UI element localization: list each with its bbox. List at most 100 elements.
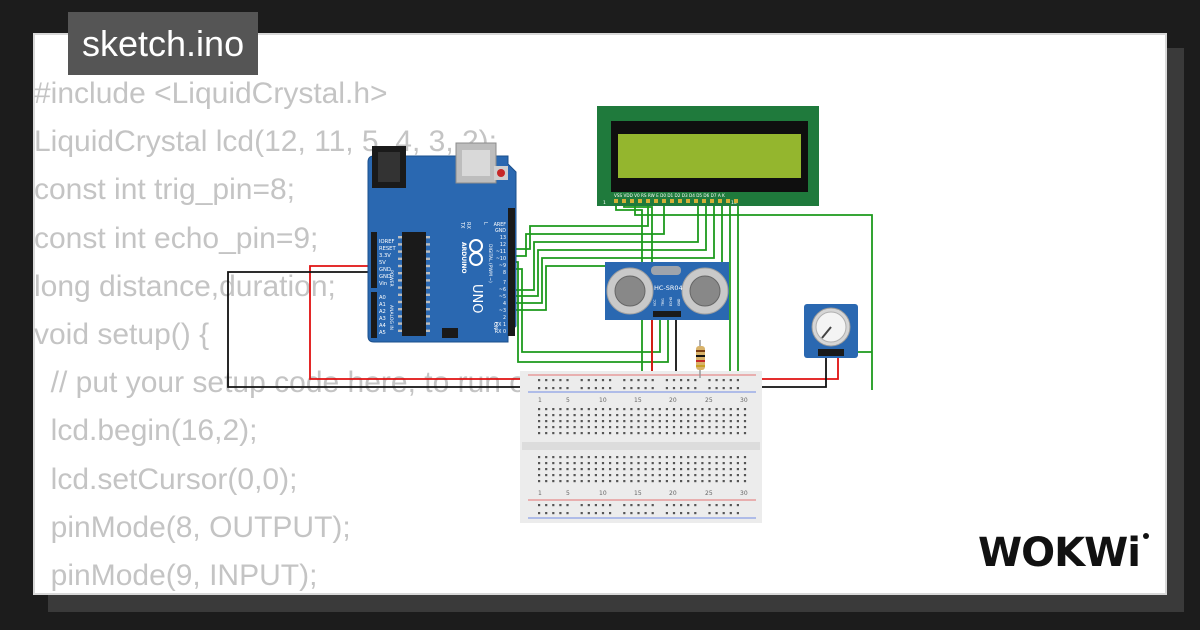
breadboard-hole xyxy=(637,456,640,459)
ultrasonic-sensor[interactable]: HC-SR04 VCC TRIG ECHO GND xyxy=(605,262,729,320)
breadboard-hole xyxy=(545,387,548,390)
chip-pin xyxy=(426,279,430,282)
breadboard-hole xyxy=(573,420,576,423)
breadboard-hole xyxy=(687,420,690,423)
breadboard-hole xyxy=(538,468,541,471)
breadboard-hole xyxy=(644,420,647,423)
pin-label: ~10 xyxy=(496,256,506,262)
code-line: const int trig_pin=8; xyxy=(34,173,295,207)
logo-right-ring xyxy=(469,252,483,266)
breadboard-hole xyxy=(545,432,548,435)
file-tab[interactable]: sketch.ino xyxy=(68,12,259,75)
icsp-header xyxy=(442,328,458,338)
label-l: L xyxy=(482,222,488,225)
breadboard-hole xyxy=(601,468,605,471)
breadboard-hole xyxy=(630,504,633,507)
pin-label: 3.3V xyxy=(379,253,391,259)
lcd-pin xyxy=(718,199,722,203)
code-line: lcd.setCursor(0,0); xyxy=(34,462,298,496)
breadboard-hole xyxy=(559,420,562,423)
microcontroller-chip xyxy=(402,232,426,336)
code-line: const int echo_pin=9; xyxy=(34,221,319,255)
breadboard-hole xyxy=(630,462,633,465)
breadboard-hole xyxy=(651,462,654,465)
breadboard-hole xyxy=(665,432,668,435)
chip-pin xyxy=(398,308,402,311)
chip-pin xyxy=(398,329,402,332)
breadboard-hole xyxy=(672,387,676,390)
breadboard-hole xyxy=(722,379,725,382)
breadboard-hole xyxy=(552,408,555,411)
breadboard-hole xyxy=(587,420,590,423)
breadboard-hole xyxy=(708,504,711,507)
pin-label: GND xyxy=(495,228,506,234)
arduino-brand: ARDUINO xyxy=(460,242,467,273)
breadboard-hole xyxy=(594,432,597,435)
breadboard-hole xyxy=(573,474,576,477)
lcd-display[interactable]: VSS VDD V0 RS RW E D0 D1 D2 D3 D4 D5 D6 … xyxy=(597,106,819,206)
breadboard-hole xyxy=(687,480,690,483)
breadboard-hole xyxy=(623,420,626,423)
breadboard-hole xyxy=(687,414,690,417)
breadboard-hole xyxy=(630,420,633,423)
breadboard-hole xyxy=(601,408,605,411)
sensor-transducer-left-mesh xyxy=(614,275,646,307)
breadboard-hole xyxy=(658,408,661,411)
breadboard-hole xyxy=(580,480,583,483)
breadboard-hole xyxy=(743,408,747,411)
lcd-pin-labels: VSS VDD V0 RS RW E D0 D1 D2 D3 D4 D5 D6 … xyxy=(614,193,725,198)
chip-pin xyxy=(426,236,430,239)
breadboard-hole xyxy=(630,408,633,411)
breadboard-hole xyxy=(687,462,690,465)
breadboard-hole xyxy=(538,426,541,429)
breadboard-hole xyxy=(651,504,654,507)
breadboard-hole xyxy=(665,462,668,465)
pin-label: ~3 xyxy=(499,308,506,314)
pin-label: A2 xyxy=(379,309,386,315)
resistor xyxy=(696,340,705,378)
breadboard-hole xyxy=(680,414,683,417)
breadboard-hole xyxy=(594,426,597,429)
breadboard-hole xyxy=(701,426,704,429)
breadboard-hole xyxy=(715,426,718,429)
breadboard-hole xyxy=(623,462,626,465)
breadboard-hole xyxy=(601,432,605,435)
breadboard-hole xyxy=(573,432,576,435)
arduino-uno[interactable]: ARDUINO UNO TX RX L ON DIGITAL (PWM ~) P… xyxy=(367,142,517,343)
breadboard-hole xyxy=(552,420,555,423)
breadboard-hole xyxy=(630,387,633,390)
chip-pins xyxy=(398,236,430,332)
breadboard-hole xyxy=(680,468,683,471)
breadboard-hole xyxy=(623,432,626,435)
breadboard-hole xyxy=(601,414,605,417)
breadboard-hole xyxy=(580,456,583,459)
breadboard-hole xyxy=(694,432,697,435)
breadboard-hole xyxy=(708,468,711,471)
breadboard-hole xyxy=(587,462,590,465)
breadboard-hole xyxy=(637,420,640,423)
breadboard-hole xyxy=(644,468,647,471)
breadboard-hole xyxy=(644,462,647,465)
breadboard-hole xyxy=(708,512,711,515)
breadboard-hole xyxy=(594,387,597,390)
breadboard-hole xyxy=(545,462,548,465)
lcd-pin xyxy=(654,199,658,203)
arduino-logo xyxy=(469,239,483,266)
breadboard-hole xyxy=(538,408,541,411)
breadboard-hole xyxy=(715,432,718,435)
label-tx: TX xyxy=(459,221,465,229)
wire-green xyxy=(514,268,661,353)
breadboard-hole xyxy=(743,420,747,423)
breadboard-hole xyxy=(672,414,676,417)
potentiometer[interactable] xyxy=(804,304,858,358)
breadboard-hole xyxy=(630,379,633,382)
analog-pin-labels: A0 A1 A2 A3 A4 A5 xyxy=(379,295,387,336)
breadboard-hole xyxy=(729,504,732,507)
breadboard-hole xyxy=(630,456,633,459)
breadboard-hole xyxy=(694,480,697,483)
breadboard-hole xyxy=(729,426,732,429)
breadboard-hole xyxy=(552,504,555,507)
chip-pin xyxy=(426,272,430,275)
breadboard: 1 5 10 15 20 25 30 1 5 10 15 20 25 30 xyxy=(520,371,762,523)
breadboard-hole xyxy=(694,379,697,382)
